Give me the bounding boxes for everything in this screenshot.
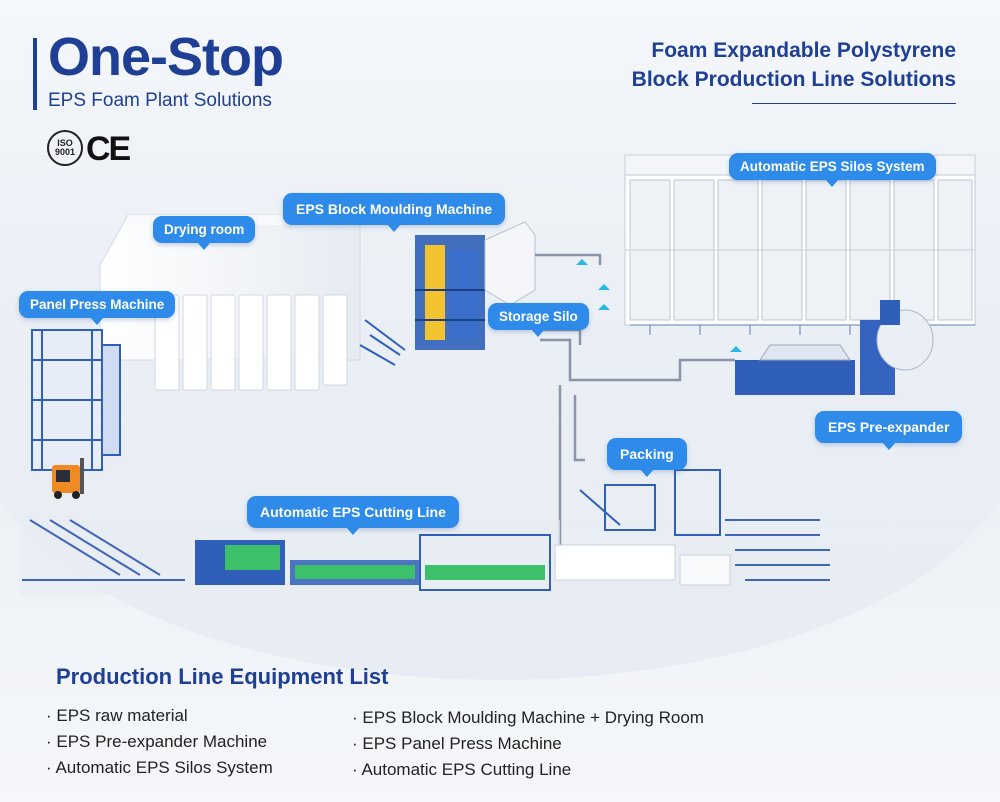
- drying-room-graphic: [99, 214, 361, 391]
- headline-line-2: Block Production Line Solutions: [631, 68, 956, 91]
- callout-silos-system: Automatic EPS Silos System: [729, 153, 936, 187]
- equipment-item: · EPS Block Moulding Machine + Drying Ro…: [352, 708, 704, 727]
- moulding-machine-graphic: [415, 235, 485, 350]
- headline-line-1: Foam Expandable Polystyrene: [651, 39, 956, 62]
- roller-conveyor-graphic: [359, 319, 406, 366]
- callout-storage-silo: Storage Silo: [488, 303, 589, 337]
- callout-cutting-line: Automatic EPS Cutting Line: [247, 496, 459, 535]
- equipment-item: · EPS Panel Press Machine: [352, 734, 562, 753]
- headline: Foam Expandable Polystyrene Block Produc…: [632, 36, 956, 94]
- panel-press-graphic: [31, 329, 121, 471]
- callout-pre-expander: EPS Pre-expander: [815, 411, 963, 450]
- cutting-line-graphic: [20, 519, 731, 595]
- callout-panel-press: Panel Press Machine: [19, 291, 176, 325]
- pre-expander-graphic: [735, 300, 934, 395]
- callout-moulding-machine: EPS Block Moulding Machine: [283, 193, 506, 232]
- forklift-graphic: [52, 458, 84, 499]
- equipment-list-title: Production Line Equipment List: [56, 664, 389, 689]
- packing-graphic: [579, 469, 830, 581]
- pipes-graphic: [535, 253, 735, 545]
- ce-mark-icon: CE: [86, 130, 131, 168]
- equipment-item: · EPS Pre-expander Machine: [46, 732, 268, 751]
- callout-drying-room: Drying room: [153, 216, 256, 250]
- equipment-item: · EPS raw material: [46, 706, 188, 725]
- silos-system-graphic: [624, 154, 976, 335]
- flow-arrows-graphic: [576, 259, 742, 352]
- page-subtitle: EPS Foam Plant Solutions: [48, 90, 272, 111]
- page-title: One-Stop: [48, 27, 284, 87]
- equipment-item: · Automatic EPS Cutting Line: [352, 760, 572, 779]
- headline-divider: [752, 103, 956, 104]
- equipment-item: · Automatic EPS Silos System: [46, 758, 273, 777]
- callout-packing: Packing: [607, 438, 687, 477]
- iso-certification-icon: ISO 9001: [47, 130, 83, 166]
- brand-accent-bar: [33, 38, 37, 110]
